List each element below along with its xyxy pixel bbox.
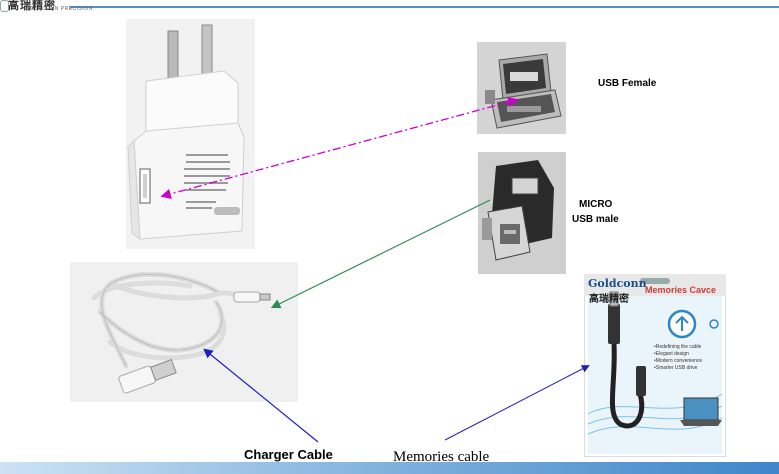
package-bullet: •Redefining the cable: [654, 344, 702, 350]
micro-label-line2: USB male: [572, 214, 619, 225]
package-bullet: •Smarter USB drive: [654, 365, 698, 371]
memories-cable-label: Memories cable: [393, 449, 490, 465]
package-bullet: •Elegant design: [654, 351, 689, 357]
micro-label-line1: MICRO: [579, 199, 613, 210]
charger-cable-label: Charger Cable: [244, 447, 333, 462]
package-brand-text: Goldconn: [588, 277, 647, 290]
adapter-to-usb-female-arrow: [160, 97, 519, 199]
header-line: [70, 6, 779, 8]
logo-chinese-text: 高瑞精密: [8, 0, 56, 12]
logo-mark-icon: [0, 0, 9, 12]
package-bullet: •Modern convenience: [654, 358, 703, 364]
usb-female-label: USB Female: [598, 78, 657, 89]
micro-to-cable-arrow: [270, 199, 491, 309]
company-logo: 高瑞精密 GOLDCONN PRECISION: [0, 0, 93, 14]
package-bullet-list: •Redefining the cable •Elegant design •M…: [654, 344, 724, 372]
micro-usb-male-connector-image: [478, 152, 566, 274]
logo-english-text: GOLDCONN PRECISION: [26, 6, 93, 12]
footer-bar: [0, 462, 779, 474]
charger-cable-image: [70, 262, 298, 402]
charger-cable-label-arrow: [203, 348, 319, 443]
package-product-title: Memories Cavce: [645, 285, 717, 295]
package-brand-chinese: 高瑞精密: [589, 294, 629, 305]
memories-cable-package-image: [584, 274, 726, 457]
memories-cable-label-arrow: [444, 365, 590, 441]
